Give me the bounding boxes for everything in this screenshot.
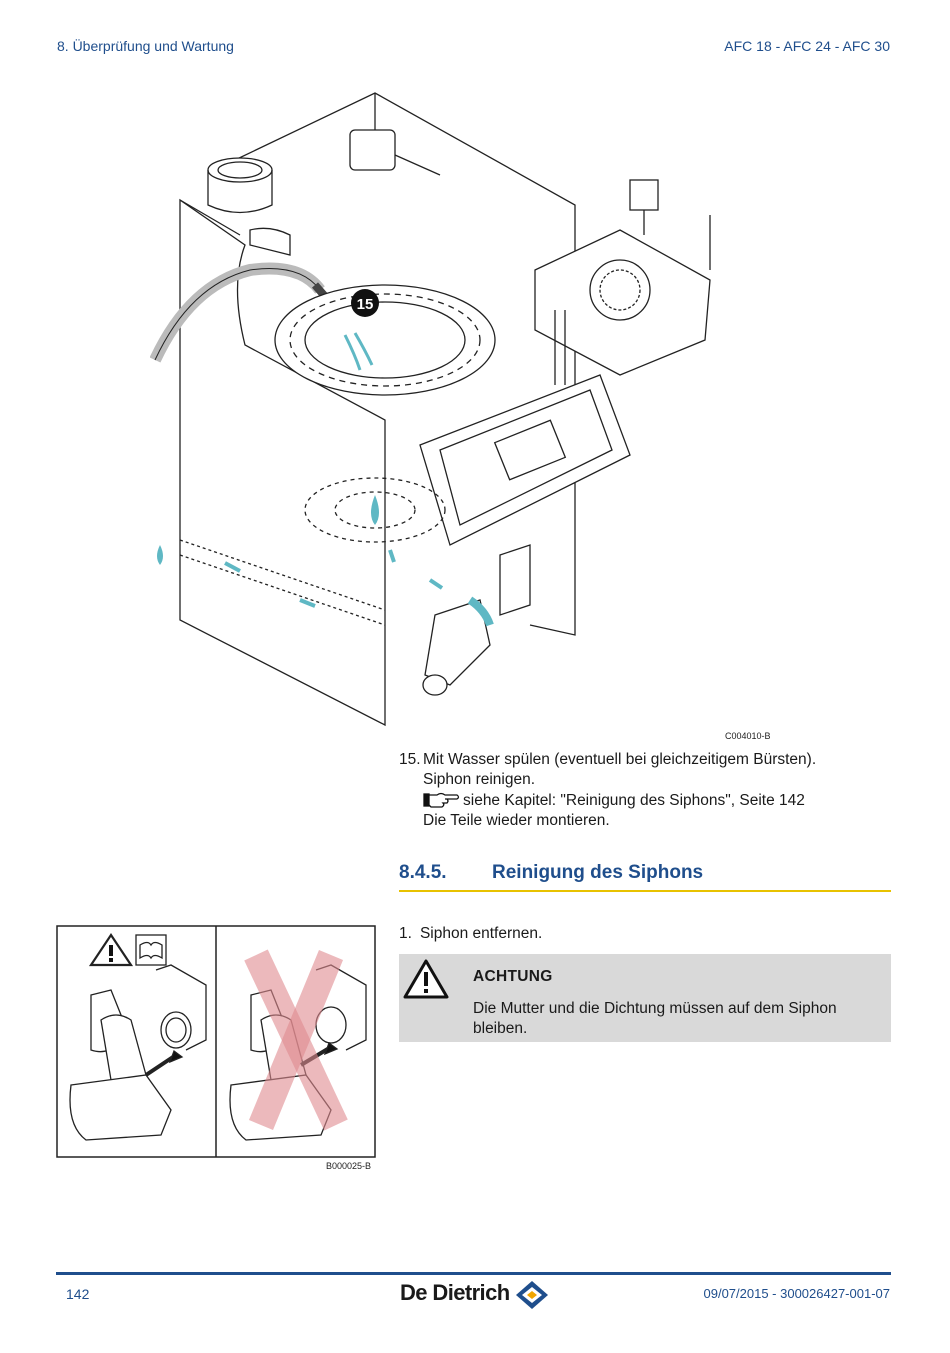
brand-name: De Dietrich [400, 1280, 510, 1305]
warning-icon-small [88, 933, 134, 967]
step-15-line2: Siphon reinigen. [423, 771, 536, 788]
step-1-number: 1. [399, 925, 412, 942]
section-number: 8.4.5. [399, 862, 447, 883]
figure-code-main: C004010-B [725, 731, 771, 741]
step-15-line1: Mit Wasser spülen (eventuell bei gleichz… [423, 751, 817, 768]
step-15: 15. Mit Wasser spülen (eventuell bei gle… [399, 750, 869, 831]
warning-title: ACHTUNG [473, 968, 553, 985]
step-15-ref-text: siehe Kapitel: "Reinigung des Siphons", … [463, 792, 805, 809]
step-1: 1. Siphon entfernen. [399, 925, 542, 943]
step-15-reference[interactable]: siehe Kapitel: "Reinigung des Siphons", … [423, 790, 869, 811]
section-heading: 8.4.5. Reinigung des Siphons [399, 860, 891, 892]
siphon-removal-illustration [56, 925, 376, 1158]
warning-text: Die Mutter und die Dichtung müssen auf d… [473, 1000, 837, 1037]
figure-code-small: B000025-B [326, 1161, 372, 1171]
brand-logo: De Dietrich [400, 1278, 550, 1310]
page-number: 142 [66, 1286, 90, 1302]
warning-box: ACHTUNG Die Mutter und die Dichtung müss… [399, 954, 891, 1042]
step-15-number: 15. [399, 751, 421, 768]
boiler-illustration: 15 [150, 92, 711, 727]
header-models: AFC 18 - AFC 24 - AFC 30 [724, 38, 890, 54]
document-reference: 09/07/2015 - 300026427-001-07 [703, 1286, 891, 1301]
pointing-hand-icon [423, 792, 460, 808]
book-icon [135, 934, 167, 966]
warning-triangle-icon [403, 959, 449, 999]
callout-15: 15 [357, 296, 374, 313]
step-15-line4: Die Teile wieder montieren. [423, 812, 610, 829]
brand-diamond-icon [516, 1281, 548, 1309]
section-title: Reinigung des Siphons [492, 862, 704, 883]
step-1-text: Siphon entfernen. [419, 925, 543, 942]
header-chapter: 8. Überprüfung und Wartung [57, 38, 234, 54]
footer-rule [56, 1272, 891, 1275]
